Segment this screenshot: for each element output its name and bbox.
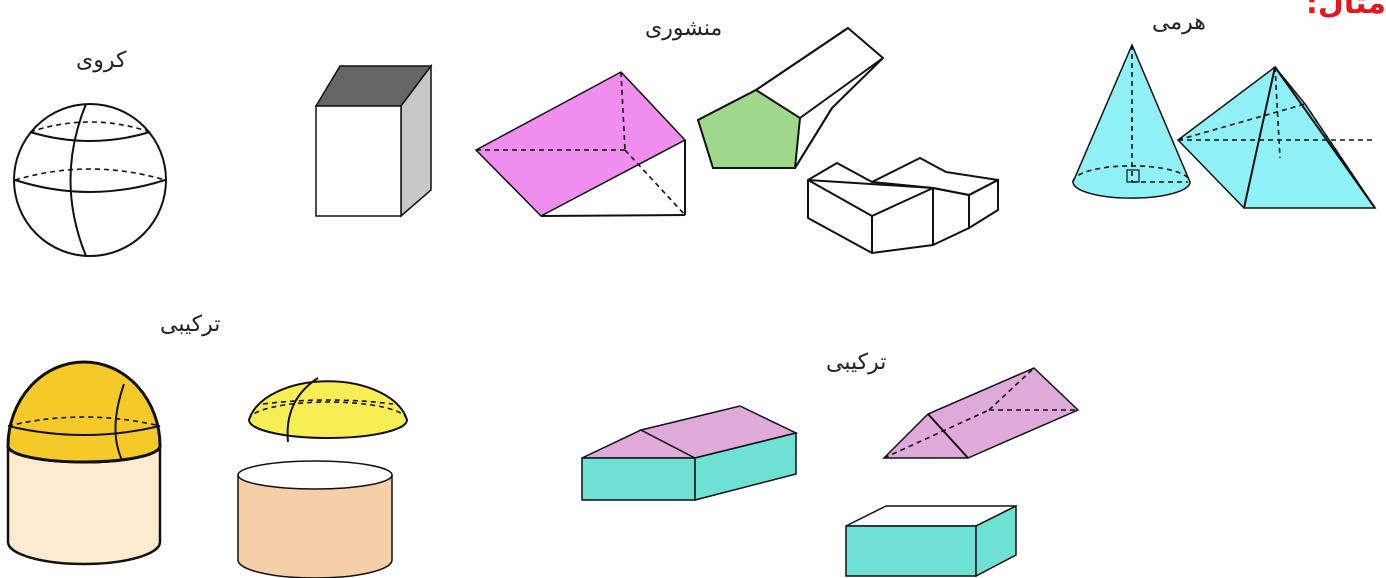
stepped-prism-shape — [808, 158, 998, 253]
cone-shape — [1073, 45, 1190, 198]
prism-magenta-face — [476, 72, 685, 216]
square-pyramid-shape — [1178, 67, 1375, 208]
hemisphere-shape — [249, 378, 407, 442]
roof-prism-shape — [884, 368, 1078, 458]
triangular-prism-shape — [476, 72, 685, 216]
box-prism-shape — [316, 66, 431, 216]
cylinder-shape — [238, 461, 392, 578]
open-box-shape — [846, 506, 1016, 576]
prism-green-face — [698, 90, 800, 168]
box-front-face — [316, 106, 401, 216]
sphere-shape — [14, 104, 166, 256]
pentagonal-prism-shape — [698, 28, 883, 168]
domed-cylinder-shape — [8, 362, 160, 564]
house-shape — [582, 406, 796, 500]
